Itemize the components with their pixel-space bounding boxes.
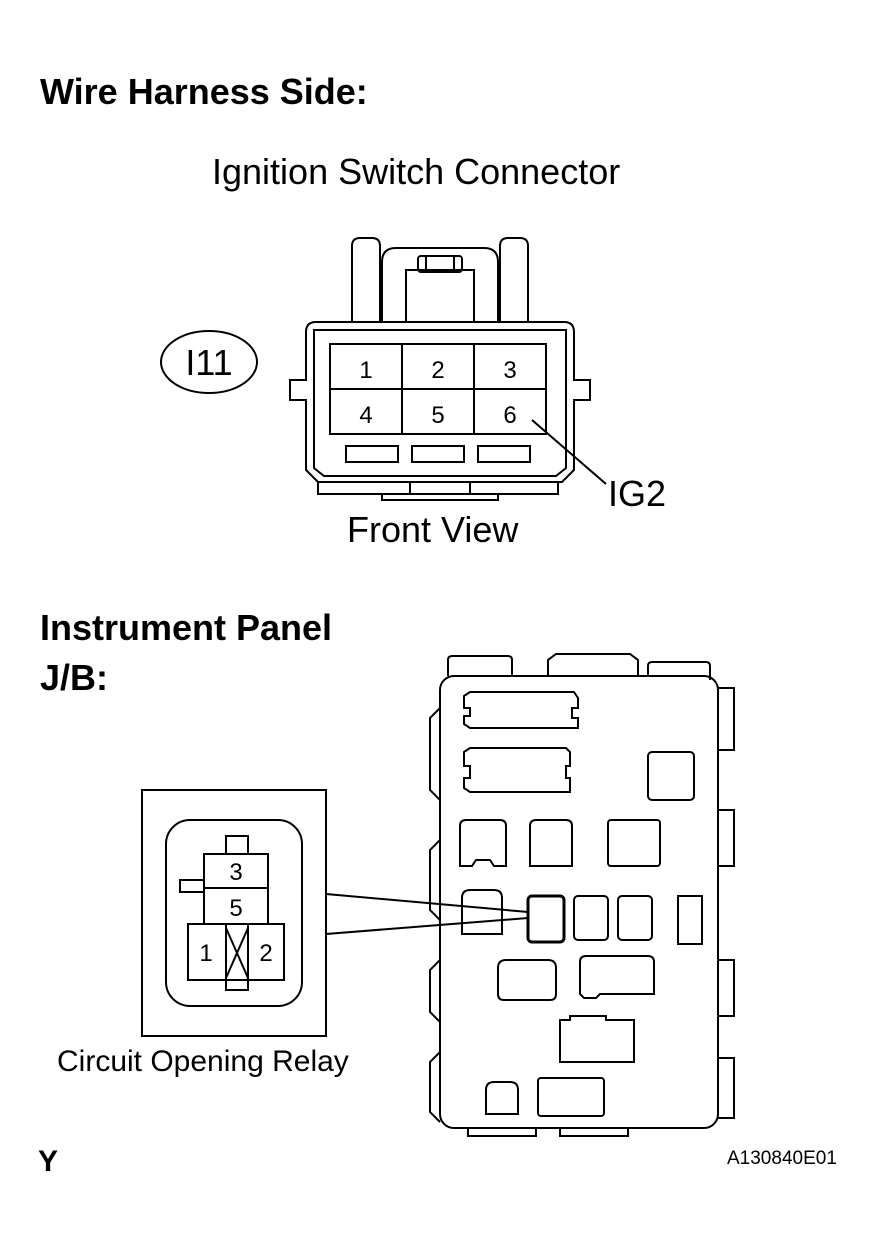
relay-pin-2: 2 [259, 940, 272, 967]
relay-pin-5: 5 [229, 895, 242, 922]
figure-id: A130840E01 [727, 1148, 837, 1169]
pin-4: 4 [359, 402, 372, 429]
ig2-leader-line [531, 419, 607, 485]
circuit-opening-relay-slot [526, 894, 566, 944]
relay-leader-bottom [325, 917, 529, 935]
ignition-switch-connector [289, 237, 607, 501]
pin-6: 6 [503, 402, 516, 429]
pin-5: 5 [431, 402, 444, 429]
relay-inset [141, 789, 529, 1037]
connector-title: Ignition Switch Connector [212, 151, 621, 192]
footer-mark: Y [38, 1145, 59, 1178]
ig2-callout: IG2 [608, 473, 666, 514]
relay-label: Circuit Opening Relay [57, 1045, 349, 1078]
pin-2: 2 [431, 357, 444, 384]
relay-pin-3: 3 [229, 859, 242, 886]
front-view-label: Front View [347, 509, 519, 550]
pin-1: 1 [359, 357, 372, 384]
pin-3: 3 [503, 357, 516, 384]
relay-leader-top [325, 893, 529, 913]
jb-heading: J/B: [40, 657, 109, 698]
connector-code-badge [160, 330, 258, 394]
instrument-panel-heading: Instrument Panel [40, 607, 333, 648]
connector-code-text: I11 [185, 342, 232, 383]
relay-pin-1: 1 [199, 940, 212, 967]
junction-block [429, 653, 735, 1137]
wire-harness-heading: Wire Harness Side: [40, 71, 368, 112]
